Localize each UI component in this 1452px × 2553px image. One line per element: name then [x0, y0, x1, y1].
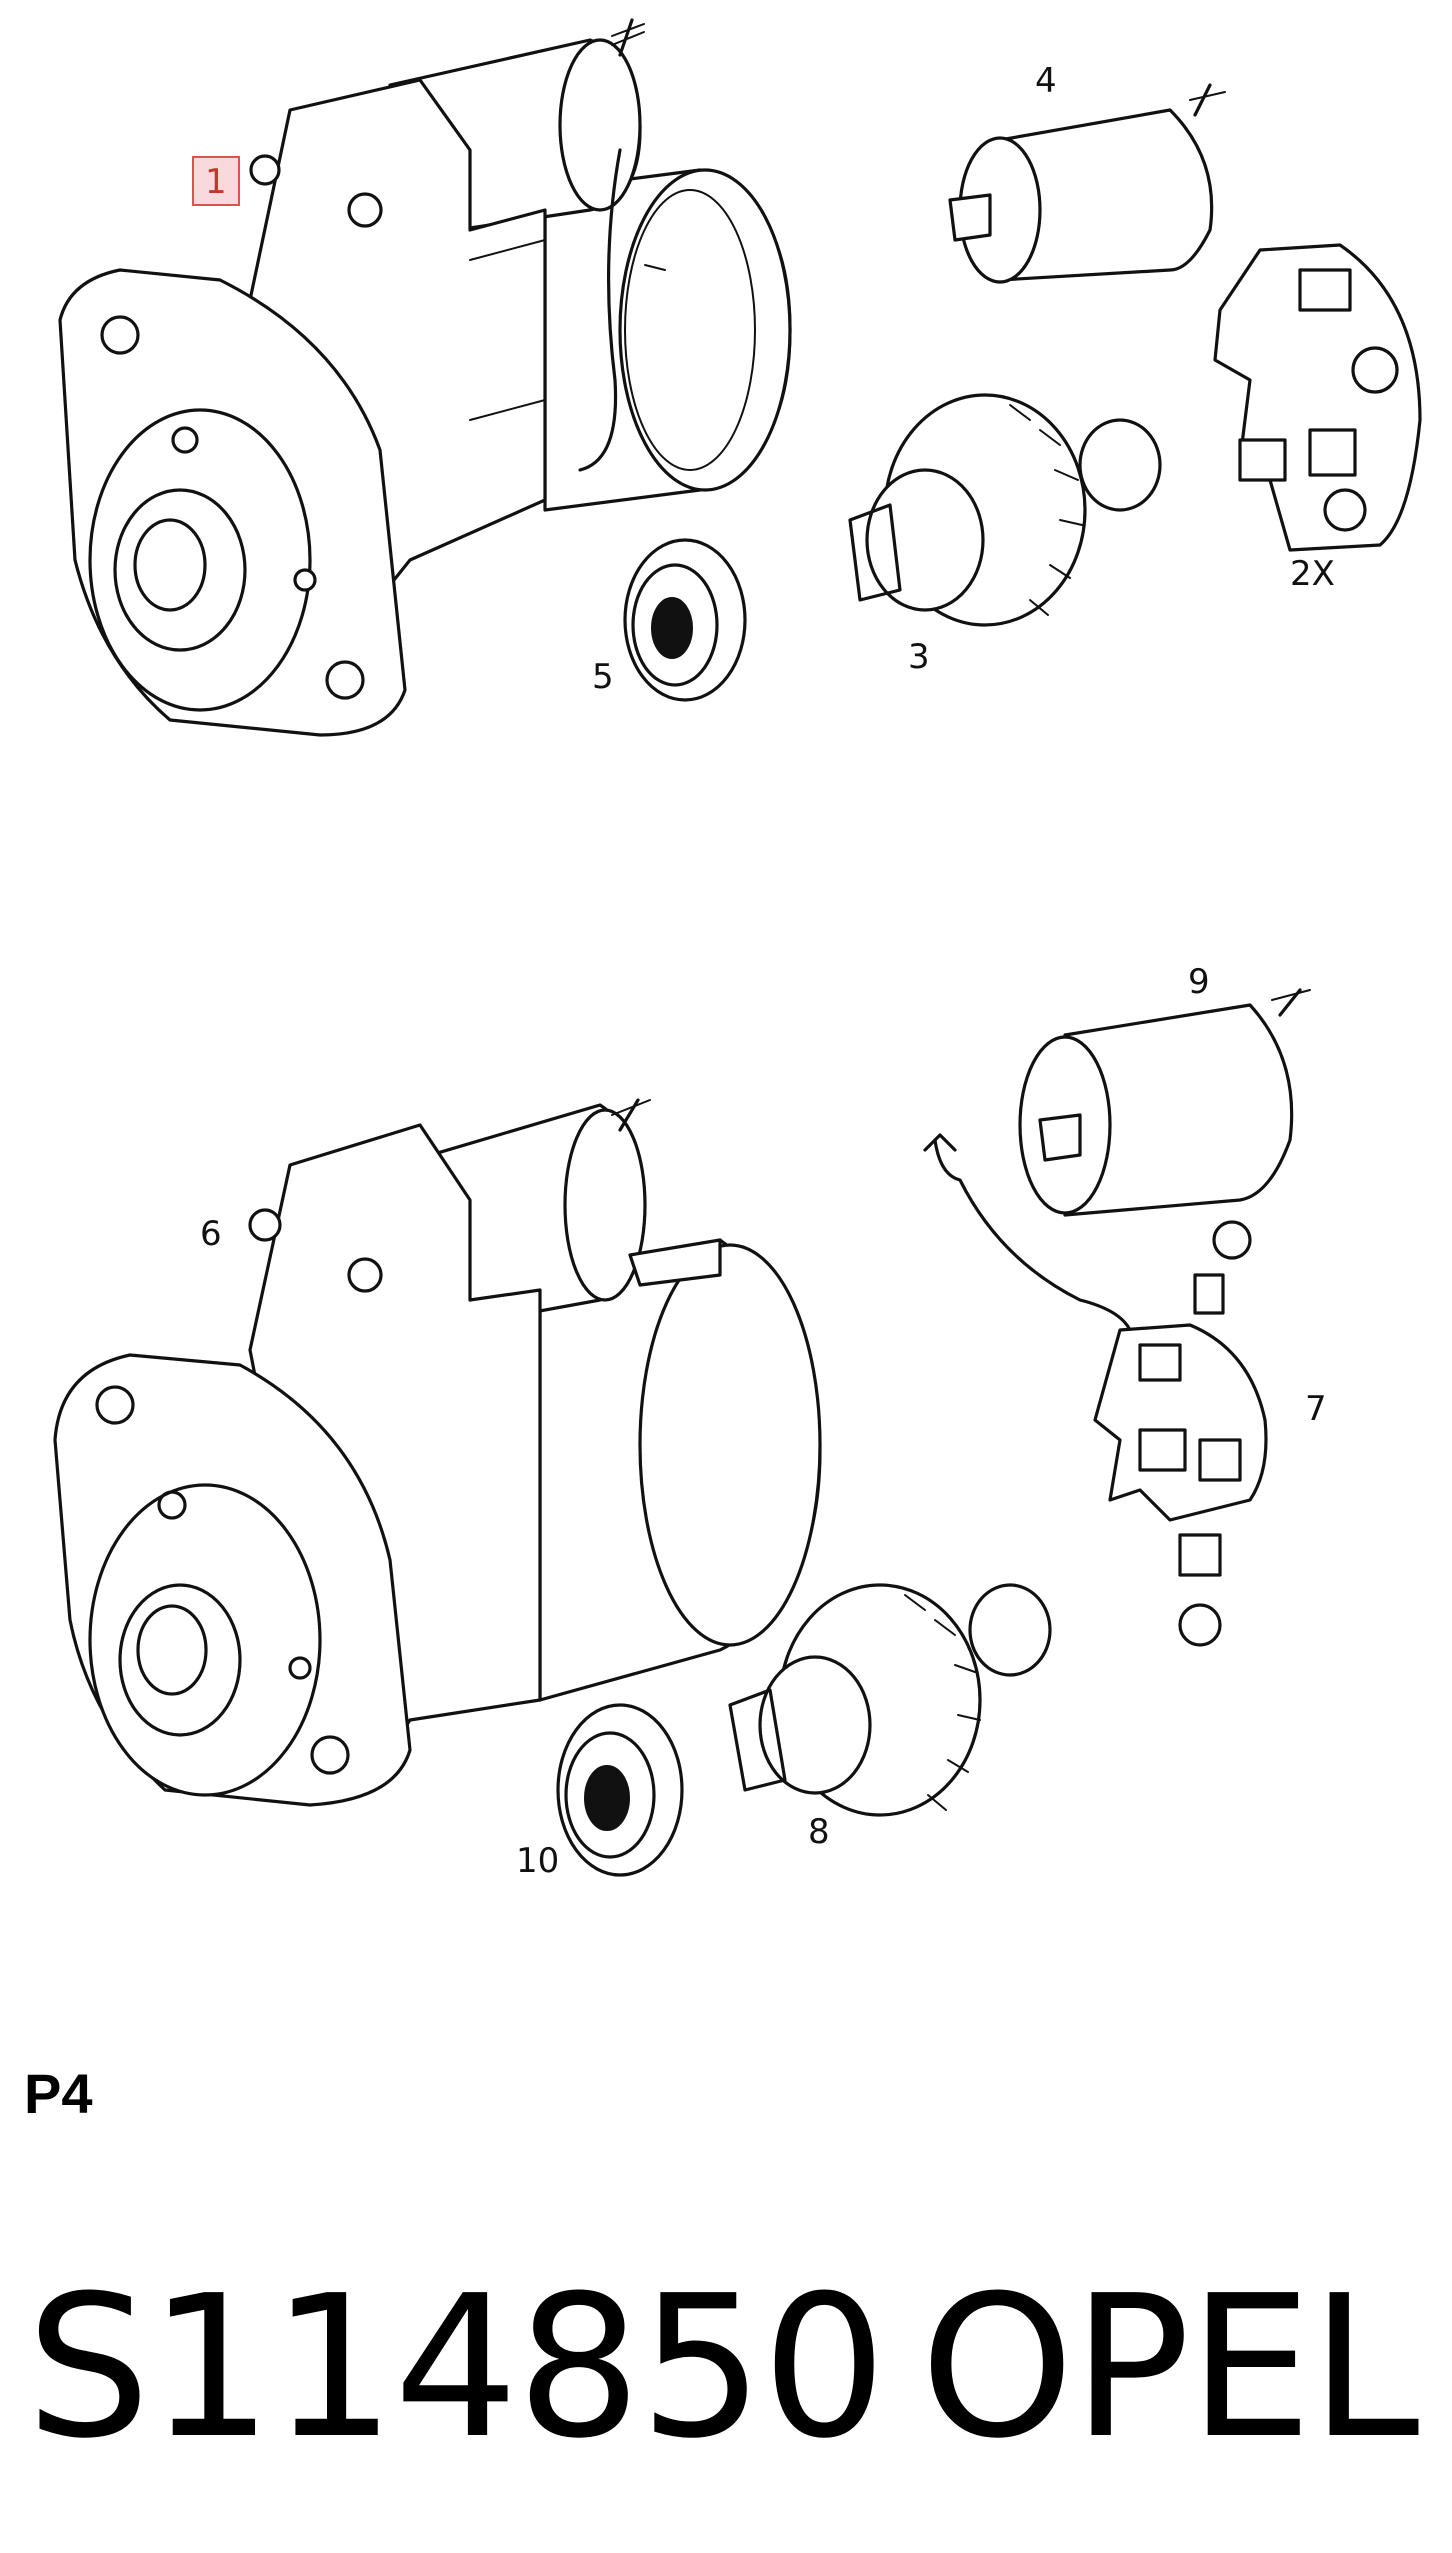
brand-name: OPEL — [920, 2254, 1420, 2482]
page-code: P4 — [24, 2062, 93, 2125]
document-number: S114850 — [26, 2254, 887, 2482]
selected-callout-highlight[interactable] — [192, 156, 240, 206]
lower-starter-motor[interactable] — [53, 1098, 822, 1807]
upper-solenoid[interactable] — [948, 83, 1226, 284]
callout-label-1[interactable]: 1 — [205, 162, 227, 202]
callout-label-3: 3 — [908, 637, 930, 677]
upper-starter-motor[interactable] — [58, 18, 792, 737]
lower-pinion[interactable] — [728, 1583, 1052, 1817]
callout-label-8: 8 — [808, 1812, 830, 1852]
callout-label-9: 9 — [1188, 962, 1210, 1002]
upper-brush-holder[interactable] — [1213, 243, 1422, 552]
upper-bearing[interactable] — [623, 538, 747, 702]
callout-label-6: 6 — [200, 1214, 222, 1254]
callout-label-7: 7 — [1305, 1389, 1327, 1429]
lower-bearing[interactable] — [556, 1703, 684, 1877]
callout-label-4: 4 — [1035, 61, 1057, 101]
lower-solenoid[interactable] — [1018, 988, 1311, 1217]
callout-label-5: 5 — [592, 657, 614, 697]
callout-label-2x: 2X — [1290, 554, 1335, 594]
upper-pinion[interactable] — [848, 393, 1162, 627]
lower-brush-plate[interactable] — [923, 1133, 1268, 1647]
callout-label-10: 10 — [516, 1841, 559, 1881]
